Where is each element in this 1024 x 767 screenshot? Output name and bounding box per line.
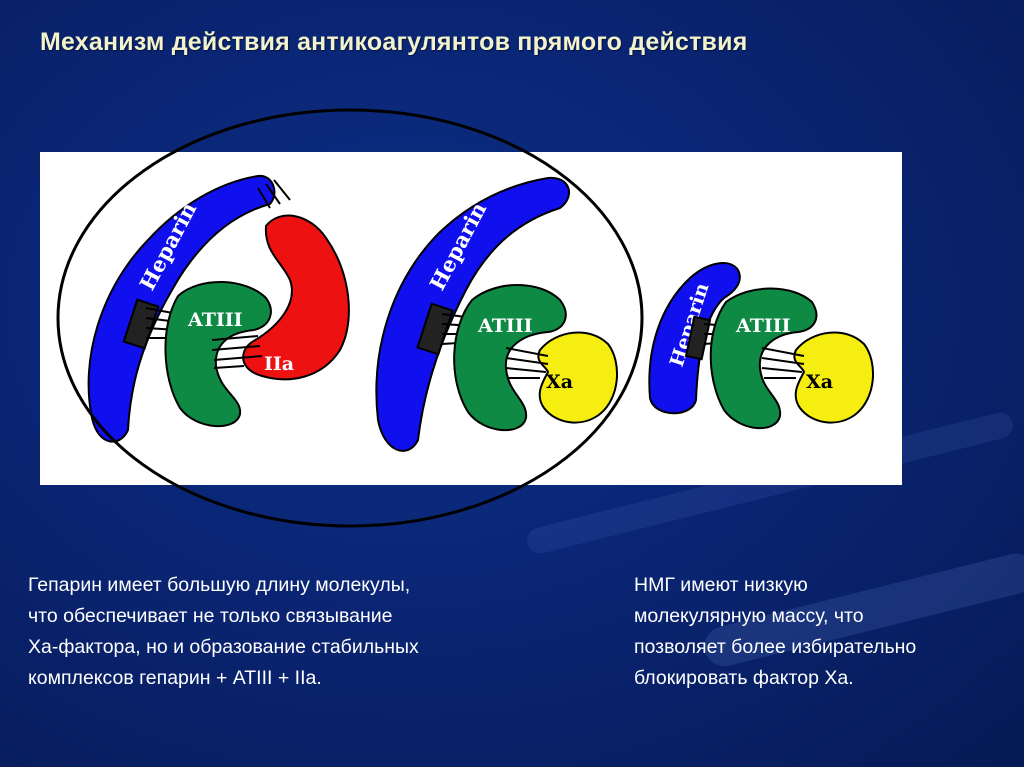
factor-iia-label: IIa [264, 353, 294, 375]
factor-xa-label: Xa [546, 371, 573, 393]
factor-xa-label: Xa [806, 371, 833, 393]
atiii-xa-binding-lines [761, 347, 805, 379]
caption-heparin: Гепарин имеет большую длину молекулы, чт… [28, 570, 568, 694]
caption-line: Гепарин имеет большую длину молекулы, [28, 574, 411, 596]
atiii-iia-binding-lines [211, 335, 263, 369]
atiii-label: ATIII [187, 309, 243, 331]
atiii-molecule [709, 287, 818, 429]
slide-title: Механизм действия антикоагулянтов прямог… [40, 28, 748, 56]
caption-line: НМГ имеют низкую [634, 574, 808, 596]
atiii-label: ATIII [477, 315, 533, 337]
factor-iia-molecule [242, 214, 350, 381]
caption-line: комплексов гепарин + АТIII + IIa. [28, 667, 322, 689]
atiii-xa-binding-lines [505, 347, 549, 379]
factor-xa-molecule [793, 331, 874, 424]
caption-lmwh: НМГ имеют низкую молекулярную массу, что… [634, 570, 1014, 694]
caption-line: Ха-фактора, но и образование стабильных [28, 636, 419, 658]
heparin-molecule [375, 176, 571, 452]
atiii-molecule [453, 284, 567, 431]
complex-heparin-atiii-iia: Heparin ATIII IIa [87, 174, 350, 443]
complex-lmwh-atiii-xa: Heparin ATIII Xa [648, 262, 874, 429]
heparin-molecule [87, 174, 276, 443]
caption-line: что обеспечивает не только связывание [28, 605, 393, 627]
atiii-label: ATIII [735, 315, 791, 337]
caption-line: позволяет более избирательно [634, 636, 917, 658]
caption-line: блокировать фактор Ха. [634, 667, 854, 689]
highlight-ellipse [56, 108, 644, 528]
factor-xa-molecule [537, 331, 618, 424]
caption-line: молекулярную массу, что [634, 605, 864, 627]
atiii-molecule [164, 280, 272, 427]
complex-heparin-atiii-xa: Heparin ATIII Xa [375, 176, 618, 452]
